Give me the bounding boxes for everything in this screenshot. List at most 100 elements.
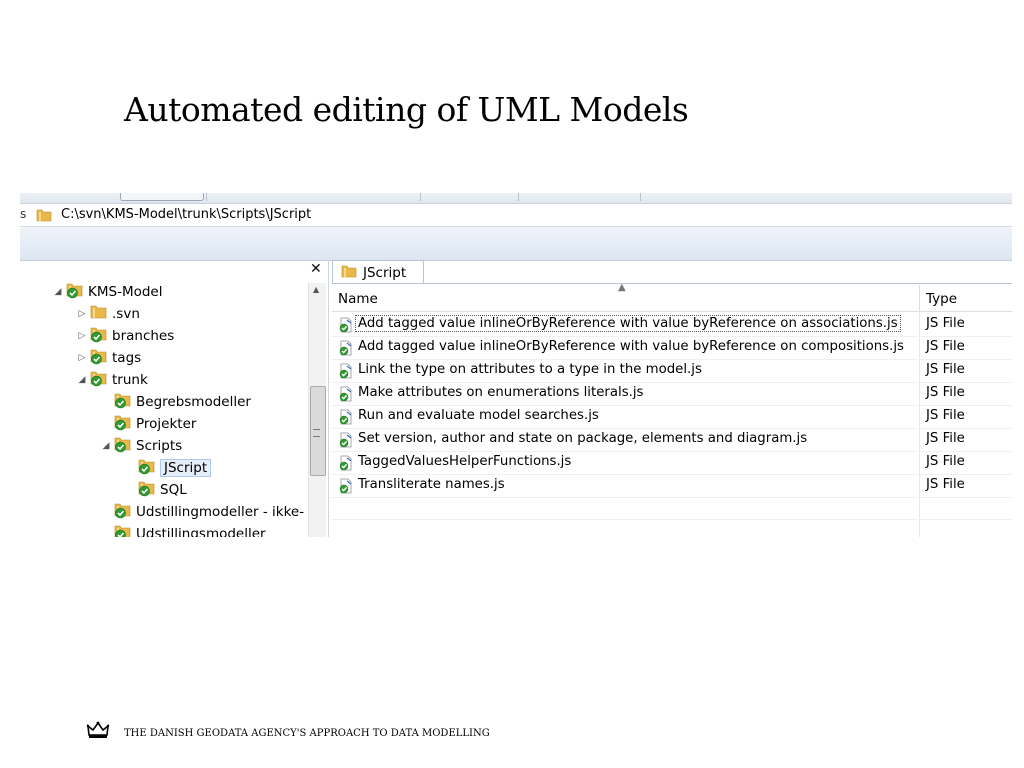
svn-folder-ok-icon: [114, 435, 132, 457]
toolbar-strip: [20, 193, 1012, 204]
slide-footer: THE DANISH GEODATA AGENCY'S APPROACH TO …: [124, 728, 490, 739]
file-type: JS File: [926, 431, 965, 446]
slide-title: Automated editing of UML Models: [124, 90, 689, 129]
empty-row-line: [332, 519, 1012, 520]
svn-folder-ok-icon: [66, 281, 84, 303]
svn-folder-ok-icon: [114, 523, 132, 537]
tree-item-jscript[interactable]: JScript: [124, 457, 212, 479]
toolbar-button[interactable]: [120, 193, 204, 201]
column-divider[interactable]: [919, 285, 920, 311]
tree-item-udstillingsmodeller[interactable]: Udstillingsmodeller: [100, 523, 266, 537]
file-type: JS File: [926, 477, 965, 492]
expand-arrow-icon[interactable]: ▷: [78, 331, 86, 341]
file-type: JS File: [926, 454, 965, 469]
svn-folder-ok-icon: [90, 347, 108, 369]
svn-folder-ok-icon: [138, 457, 156, 479]
file-name: Run and evaluate model searches.js: [358, 408, 599, 423]
tree-item-svn[interactable]: ▷ .svn: [76, 303, 140, 325]
js-file-svn-ok-icon: [338, 340, 354, 360]
tree-item-branches[interactable]: ▷ branches: [76, 325, 174, 347]
collapse-arrow-icon[interactable]: ◢: [54, 287, 62, 297]
file-name: Set version, author and state on package…: [358, 431, 808, 446]
collapse-arrow-icon[interactable]: ◢: [102, 441, 110, 451]
scroll-grip-icon: [313, 429, 320, 437]
folder-icon: [341, 263, 357, 283]
address-lead-text: s: [20, 207, 27, 221]
column-header-name[interactable]: Name: [338, 291, 378, 307]
svn-folder-ok-icon: [114, 391, 132, 413]
tree-item-label: branches: [112, 328, 175, 344]
file-type: JS File: [926, 385, 965, 400]
file-row[interactable]: Transliterate names.js JS File: [332, 474, 1012, 498]
tree-item-udstillingmodeller-ikke[interactable]: Udstillingmodeller - ikke-: [100, 501, 304, 523]
file-type: JS File: [926, 316, 965, 331]
file-type: JS File: [926, 362, 965, 377]
collapse-arrow-icon[interactable]: ◢: [78, 375, 86, 385]
file-row[interactable]: Add tagged value inlineOrByReference wit…: [332, 313, 1012, 337]
file-row[interactable]: Make attributes on enumerations literals…: [332, 382, 1012, 406]
tree-item-label: Scripts: [136, 438, 183, 454]
js-file-svn-ok-icon: [338, 478, 354, 498]
tree-item-trunk[interactable]: ◢ trunk: [76, 369, 148, 391]
tree-header: ✕: [20, 261, 328, 281]
tree-item-projekter[interactable]: Projekter: [100, 413, 196, 435]
toolbar-separator: [206, 193, 207, 201]
crown-logo-icon: [86, 720, 110, 744]
tree-item-tags[interactable]: ▷ tags: [76, 347, 141, 369]
column-divider: [919, 311, 920, 537]
file-name: Add tagged value inlineOrByReference wit…: [355, 315, 901, 332]
tree-item-label: tags: [112, 350, 142, 366]
tab-label: JScript: [363, 264, 407, 281]
svn-folder-ok-icon: [90, 369, 108, 391]
column-header-type[interactable]: Type: [926, 291, 958, 307]
file-name: Add tagged value inlineOrByReference wit…: [358, 339, 904, 354]
column-header-row: ▲ Name Type: [332, 282, 1012, 312]
js-file-svn-ok-icon: [338, 455, 354, 475]
folder-icon: [36, 207, 52, 227]
js-file-svn-ok-icon: [338, 317, 354, 337]
tree-item-label: trunk: [112, 372, 148, 388]
file-row[interactable]: Link the type on attributes to a type in…: [332, 359, 1012, 383]
svn-folder-ok-icon: [90, 325, 108, 347]
js-file-svn-ok-icon: [338, 409, 354, 429]
tree-item-label: Projekter: [136, 416, 197, 432]
tree-item-label: .svn: [112, 306, 140, 322]
address-path[interactable]: C:\svn\KMS-Model\trunk\Scripts\JScript: [61, 207, 312, 222]
js-file-svn-ok-icon: [338, 432, 354, 452]
svn-folder-ok-icon: [138, 479, 156, 501]
tree-item-label: Udstillingsmodeller: [136, 526, 266, 537]
expand-arrow-icon[interactable]: ▷: [78, 353, 86, 363]
scroll-thumb[interactable]: [310, 386, 326, 476]
tab-jscript[interactable]: JScript: [332, 260, 424, 284]
command-bar: [20, 227, 1012, 261]
scroll-up-icon[interactable]: ▲: [313, 285, 320, 294]
svn-folder-ok-icon: [114, 413, 132, 435]
toolbar-separator: [518, 193, 519, 201]
file-row[interactable]: Set version, author and state on package…: [332, 428, 1012, 452]
file-type: JS File: [926, 339, 965, 354]
tree-item-begrebsmodeller[interactable]: Begrebsmodeller: [100, 391, 251, 413]
expand-arrow-icon[interactable]: ▷: [78, 309, 86, 319]
file-name: Link the type on attributes to a type in…: [358, 362, 702, 377]
tree-item-scripts[interactable]: ◢ Scripts: [100, 435, 182, 457]
tree-scrollbar[interactable]: ▲: [308, 283, 326, 537]
toolbar-separator: [640, 193, 641, 201]
close-icon[interactable]: ✕: [310, 261, 322, 277]
tree-item-sql[interactable]: SQL: [124, 479, 187, 501]
file-name: Transliterate names.js: [358, 477, 505, 492]
tree-item-label: Begrebsmodeller: [136, 394, 251, 410]
file-list-pane: JScript ▲ Name Type Add tagged value inl…: [332, 260, 1012, 537]
tree-item-label: KMS-Model: [88, 284, 163, 300]
tree-item-kms-model[interactable]: ◢ KMS-Model: [52, 281, 162, 303]
js-file-svn-ok-icon: [338, 386, 354, 406]
tree-item-label: Udstillingmodeller - ikke-: [136, 504, 305, 520]
address-bar[interactable]: s C:\svn\KMS-Model\trunk\Scripts\JScript: [20, 204, 1012, 227]
file-row[interactable]: Add tagged value inlineOrByReference wit…: [332, 336, 1012, 360]
explorer-screenshot: s C:\svn\KMS-Model\trunk\Scripts\JScript…: [20, 193, 1012, 537]
toolbar-separator: [420, 193, 421, 201]
svn-folder-ok-icon: [114, 501, 132, 523]
